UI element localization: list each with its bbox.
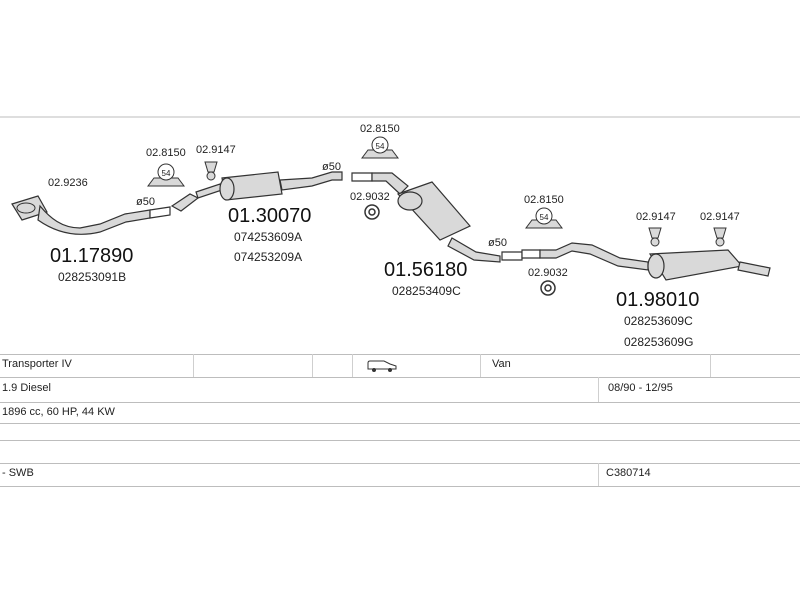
part-number: 01.56180 xyxy=(384,259,467,281)
part-number: 01.30070 xyxy=(228,205,311,227)
engine-specs: 1896 cc, 60 HP, 44 KW xyxy=(2,406,115,418)
clamp-icon: 54 xyxy=(147,163,185,187)
table-border xyxy=(0,354,800,355)
middle-silencer-drawing xyxy=(170,171,343,212)
clamp-icon: 54 xyxy=(361,136,399,159)
rubber-mount-icon xyxy=(204,161,218,181)
table-border xyxy=(0,440,800,441)
table-border xyxy=(0,423,800,424)
engine-type: 1.9 Diesel xyxy=(2,382,51,394)
clamp-size-label: 54 xyxy=(162,169,171,178)
table-divider xyxy=(480,354,481,377)
accessory-label: 02.9147 xyxy=(196,144,236,156)
table-divider xyxy=(598,377,599,402)
centre-silencer-drawing xyxy=(351,172,523,263)
accessory-label: 02.8150 xyxy=(524,194,564,206)
oem-reference: 074253209A xyxy=(234,250,302,264)
vehicle-model: Transporter IV xyxy=(2,358,72,370)
table-border xyxy=(0,463,800,464)
table-divider xyxy=(193,354,194,377)
accessory-label: 02.8150 xyxy=(146,147,186,159)
oem-reference: 028253091B xyxy=(58,270,126,284)
clamp-size-label: 54 xyxy=(540,213,549,222)
vehicle-variant: - SWB xyxy=(2,467,34,479)
rubber-ring-icon xyxy=(364,204,380,220)
oem-reference: 028253609C xyxy=(624,314,693,328)
table-divider xyxy=(352,354,353,377)
body-type: Van xyxy=(492,358,511,370)
accessory-label: 02.8150 xyxy=(360,123,400,135)
table-border xyxy=(0,377,800,378)
part-number: 01.17890 xyxy=(50,245,133,267)
oem-reference: 028253409C xyxy=(392,284,461,298)
oem-reference: 074253609A xyxy=(234,230,302,244)
pipe-diameter-label: ø50 xyxy=(322,161,341,173)
rear-silencer-drawing xyxy=(521,242,771,281)
flange-gasket-icon xyxy=(16,202,36,214)
van-icon xyxy=(367,360,397,372)
pipe-diameter-label: ø50 xyxy=(136,196,155,208)
system-code: C380714 xyxy=(606,467,651,479)
table-divider xyxy=(598,463,599,486)
production-years: 08/90 - 12/95 xyxy=(608,382,673,394)
oem-reference: 028253609G xyxy=(624,335,693,349)
table-divider xyxy=(710,354,711,377)
rubber-mount-icon xyxy=(713,227,727,247)
clamp-icon: 54 xyxy=(525,207,563,229)
accessory-label: 02.9236 xyxy=(48,177,88,189)
table-border xyxy=(0,486,800,487)
part-number: 01.98010 xyxy=(616,289,699,311)
accessory-label: 02.9147 xyxy=(636,211,676,223)
accessory-label: 02.9032 xyxy=(350,191,390,203)
clamp-size-label: 54 xyxy=(376,142,385,151)
table-border xyxy=(0,402,800,403)
pipe-diameter-label: ø50 xyxy=(488,237,507,249)
rubber-ring-icon xyxy=(540,280,556,296)
accessory-label: 02.9032 xyxy=(528,267,568,279)
accessory-label: 02.9147 xyxy=(700,211,740,223)
rubber-mount-icon xyxy=(648,227,662,247)
table-divider xyxy=(312,354,313,377)
